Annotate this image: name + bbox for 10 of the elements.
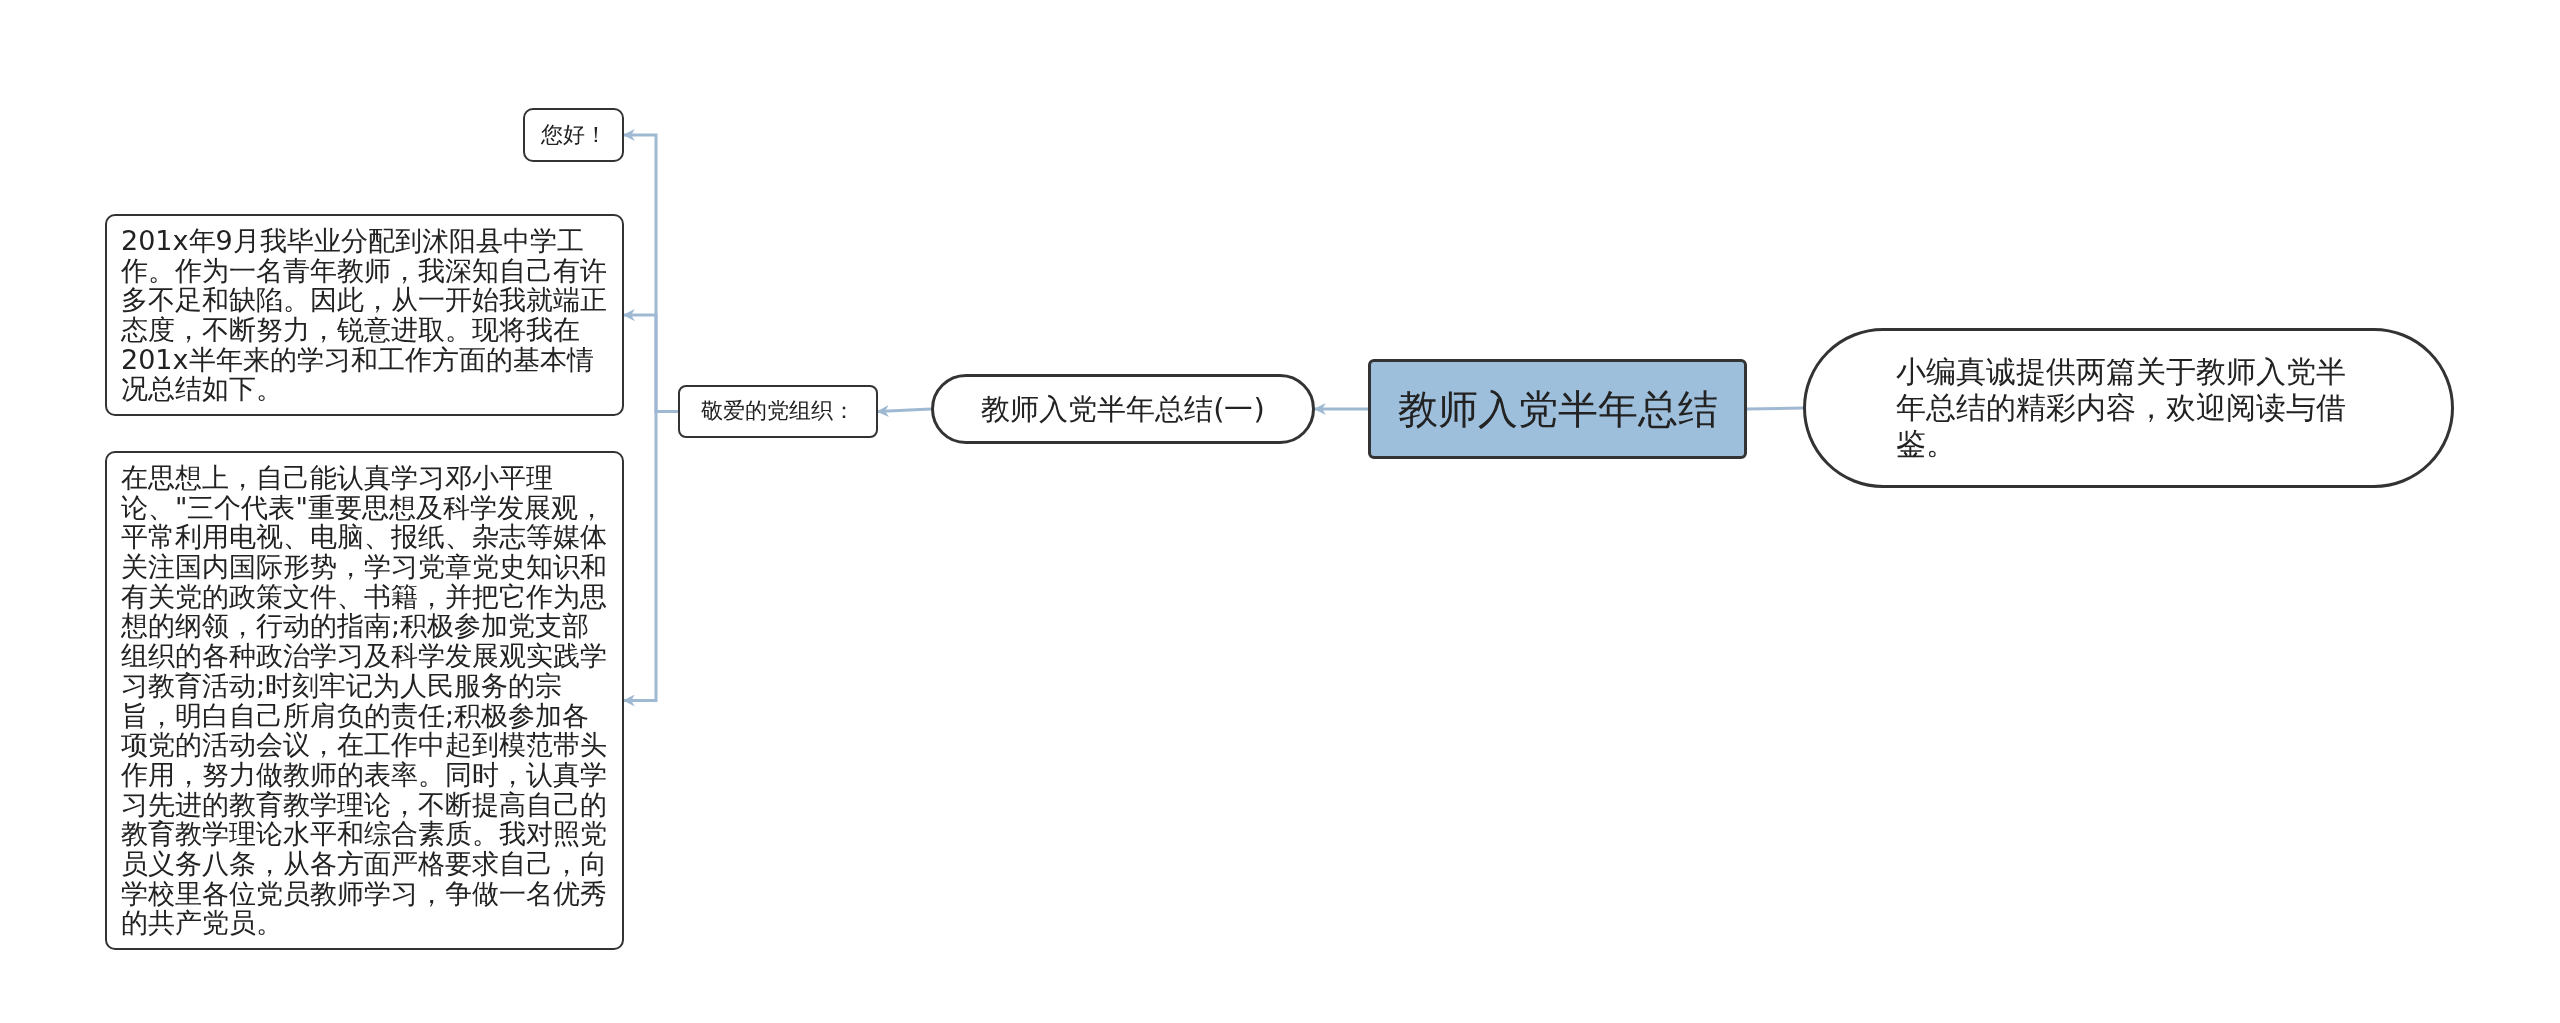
- summary-bubble: 小编真诚提供两篇关于教师入党半年总结的精彩内容，欢迎阅读与借鉴。: [1803, 328, 2454, 488]
- topic-pill: 教师入党半年总结(一): [931, 374, 1315, 444]
- subtopic-box: 敬爱的党组织：: [678, 385, 878, 438]
- text-box: 您好！: [523, 108, 624, 162]
- connector-arrow: [1313, 403, 1368, 415]
- connector-arrow: [622, 410, 678, 707]
- connector-arrow: [876, 405, 932, 417]
- central-topic: 教师入党半年总结: [1368, 359, 1747, 459]
- text-box: 在思想上，自己能认真学习邓小平理论、"三个代表"重要思想及科学发展观，平常利用电视、电脑、报纸、杂志等媒体关注国内国际形势，学习党章党史知识和有关党的政策文件、书籍，并把它作为思想的纲领，行动的指南;积极参加党支部组织的各种政治学习及科学发展观实践学习教育活动;时刻牢记为人民服务的宗旨，明白自己所肩负的责任;积极参加各项党的活动会议，在工作中起到模范带头作用，努力做教师的表率。同时，认真学习先进的教育教学理论，不断提高自己的教育教学理论水平和综合素质。我对照党员义务八条，从各方面严格要求自己，向学校里各位党员教师学习，争做一名优秀的共产党员。: [105, 451, 624, 950]
- text-box: 201x年9月我毕业分配到沭阳县中学工作。作为一名青年教师，我深知自己有许多不足和缺陷。因此，从一开始我就端正态度，不断努力，锐意进取。现将我在201x半年来的学习和工作方面的基本情况总结如下。: [105, 214, 624, 417]
